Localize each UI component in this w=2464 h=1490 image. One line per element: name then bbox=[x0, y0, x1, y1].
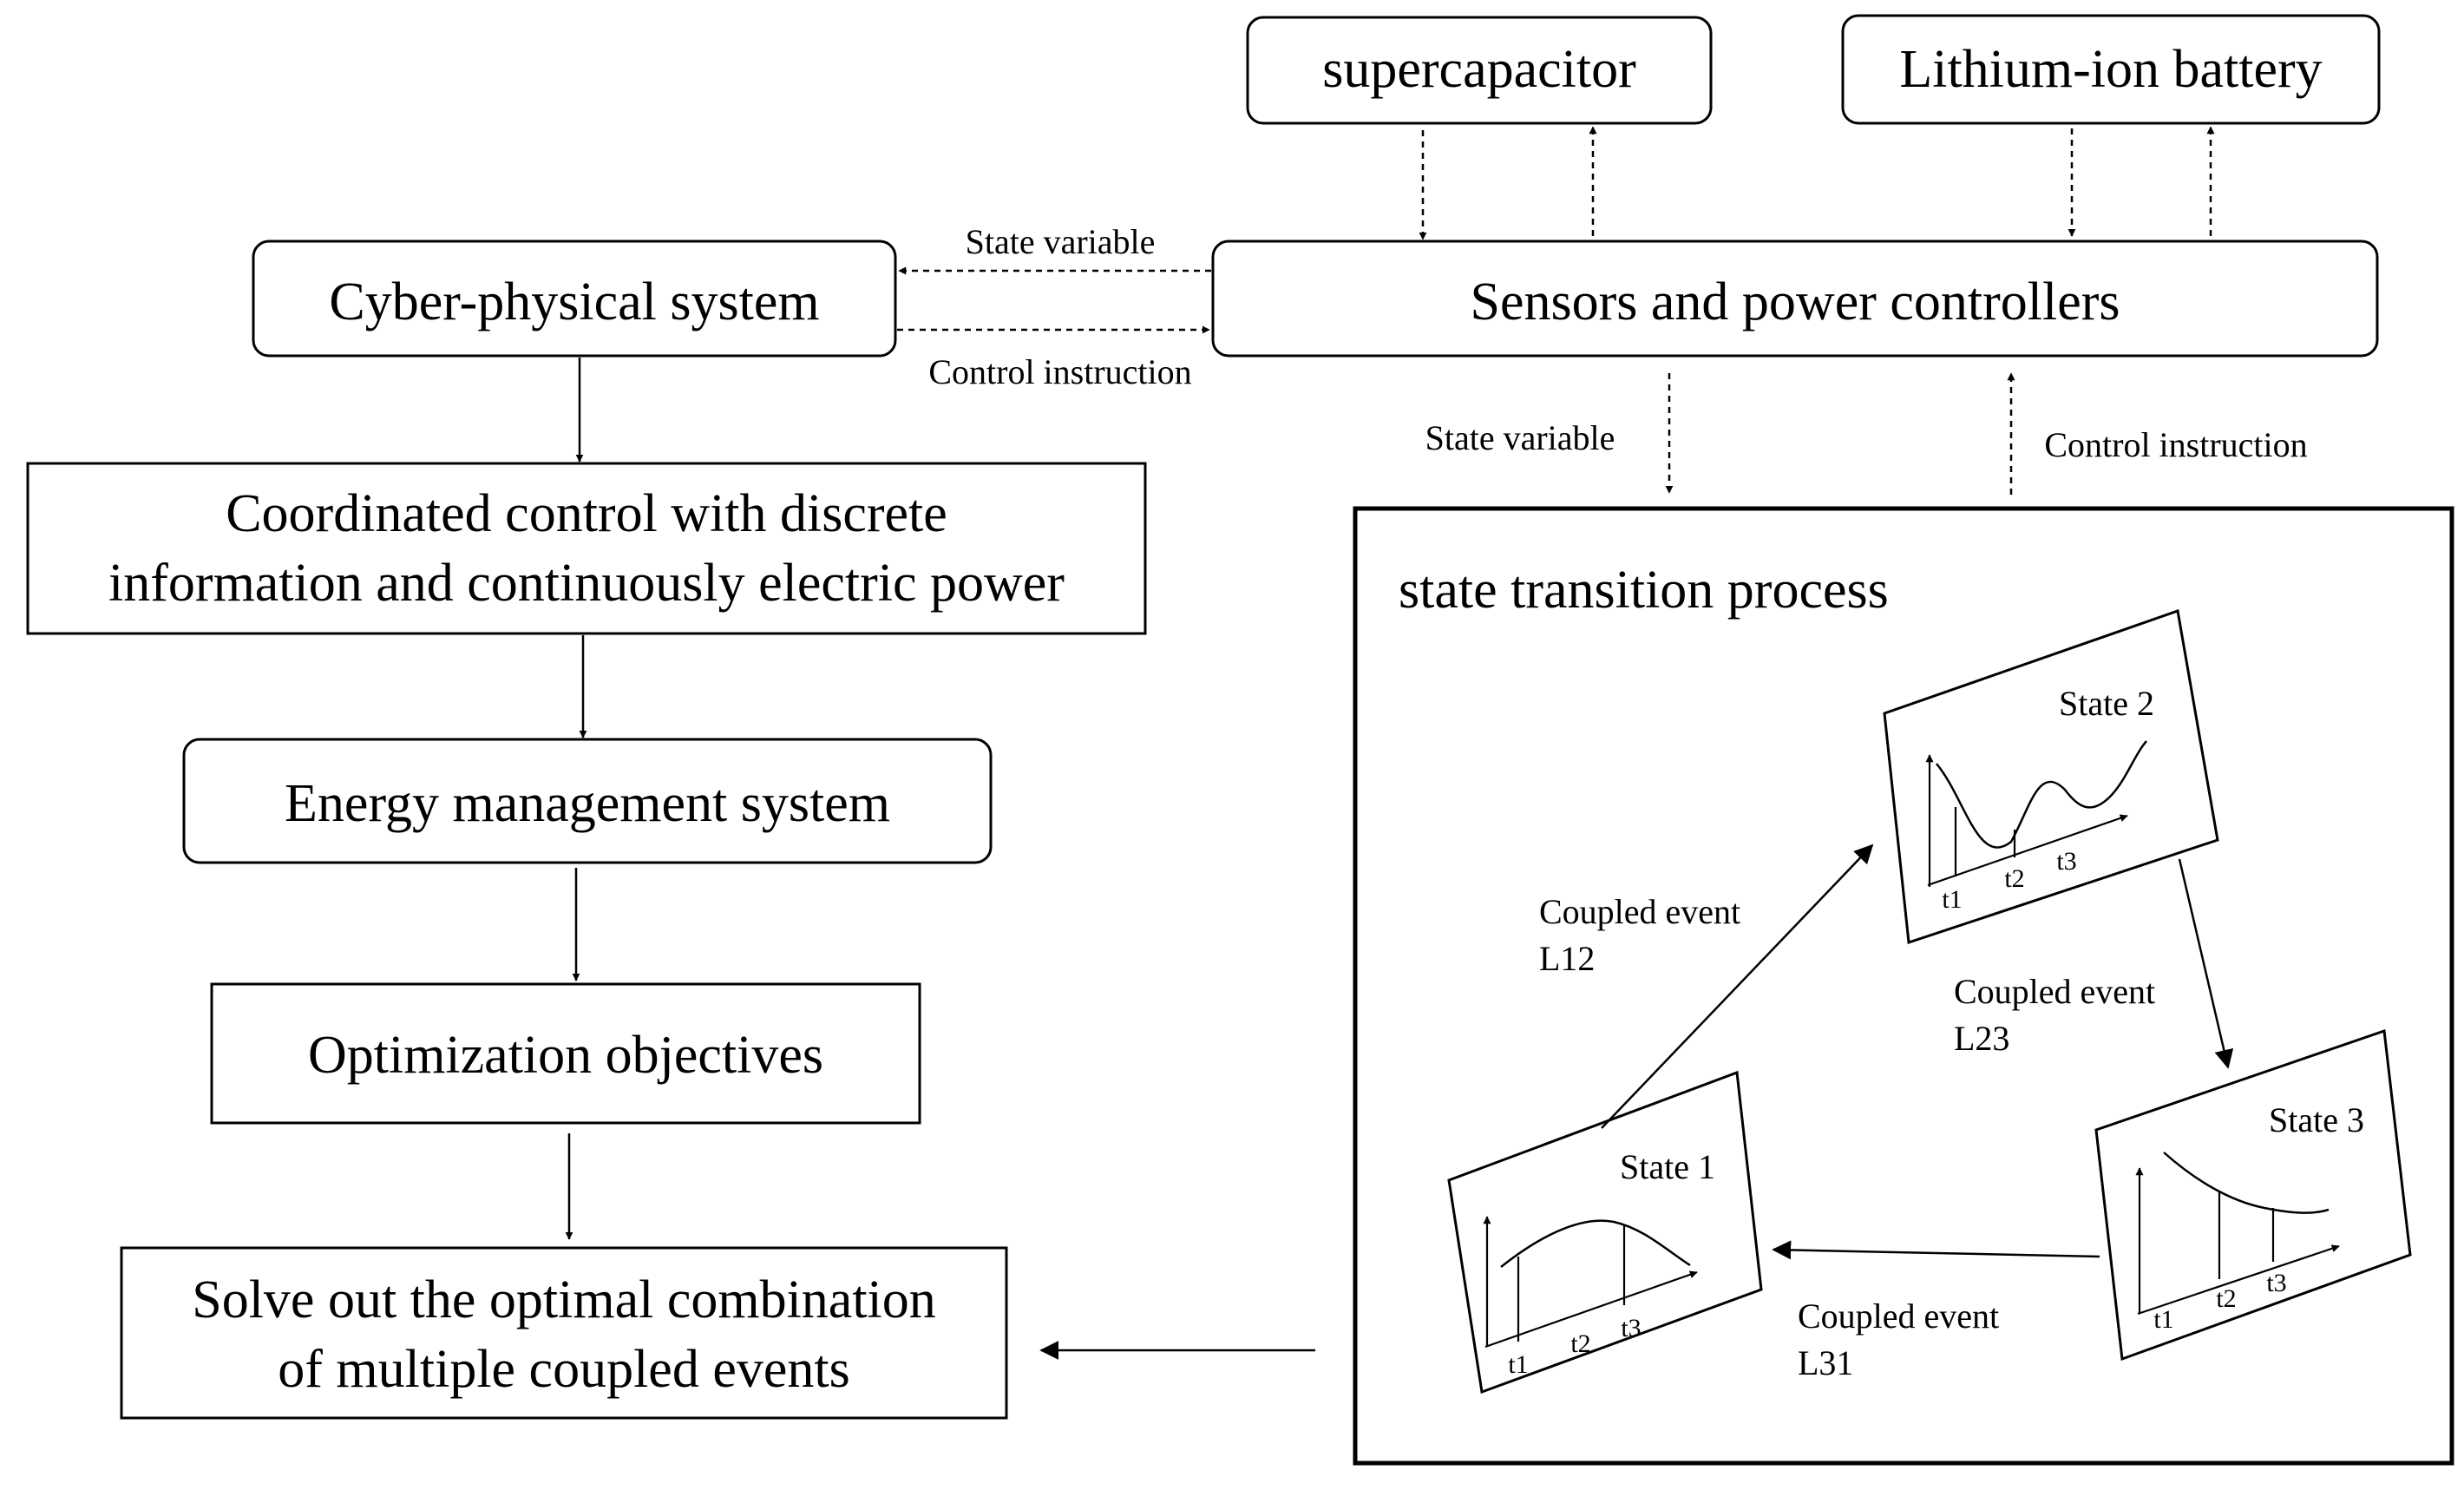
event-l31-label-line2: L31 bbox=[1798, 1343, 1853, 1382]
state-3-label: State 3 bbox=[2269, 1100, 2364, 1139]
control-instruction-label-mid: Control instruction bbox=[2044, 425, 2307, 464]
control-instruction-label-top: Control instruction bbox=[928, 352, 1191, 391]
state-1-tick-t1: t1 bbox=[1508, 1350, 1528, 1379]
sensors-label: Sensors and power controllers bbox=[1471, 272, 2120, 331]
event-l31-label-line1: Coupled event bbox=[1798, 1296, 1999, 1336]
solve-label-line1: Solve out the optimal combination bbox=[192, 1270, 936, 1329]
transition-l31-arrow bbox=[1772, 1240, 2100, 1260]
state-2-tick-t1: t1 bbox=[1942, 885, 1962, 914]
state-1-tick-t3: t3 bbox=[1621, 1314, 1641, 1342]
coordinated-control-node: Coordinated control with discrete inform… bbox=[26, 462, 1147, 635]
state-variable-label-mid: State variable bbox=[1425, 418, 1615, 457]
state-2-tick-t3: t3 bbox=[2056, 847, 2076, 876]
state-3-tick-t3: t3 bbox=[2266, 1269, 2286, 1297]
state-1-card: State 1 t1 t2 t3 bbox=[1447, 1070, 1763, 1395]
ems-node: Energy management system bbox=[182, 738, 993, 864]
objectives-label: Optimization objectives bbox=[308, 1026, 823, 1085]
cps-label: Cyber-physical system bbox=[329, 272, 819, 331]
solve-label-line2: of multiple coupled events bbox=[278, 1340, 849, 1399]
event-l12-label-line1: Coupled event bbox=[1539, 892, 1740, 931]
state-3-x-axis bbox=[2137, 1244, 2340, 1316]
coordinated-label-line2: information and continuously electric po… bbox=[108, 554, 1065, 613]
transition-l23-arrow bbox=[2178, 858, 2234, 1069]
state-2-tick-t2: t2 bbox=[2004, 864, 2024, 893]
event-l12-label-line2: L12 bbox=[1539, 939, 1595, 978]
state-transition-panel: state transition process State 2 t1 t2 t… bbox=[1353, 506, 2454, 1466]
state-3-card: State 3 t1 t2 t3 bbox=[2094, 1028, 2412, 1362]
state-2-card: State 2 t1 t2 t3 bbox=[1883, 609, 2219, 945]
state-3-curve bbox=[2163, 1152, 2330, 1214]
sensors-node: Sensors and power controllers bbox=[1211, 240, 2379, 358]
objectives-node: Optimization objectives bbox=[210, 982, 921, 1125]
ems-label: Energy management system bbox=[285, 774, 890, 833]
state-variable-label-top: State variable bbox=[966, 222, 1156, 261]
battery-label: Lithium-ion battery bbox=[1899, 40, 2322, 99]
supercapacitor-label: supercapacitor bbox=[1322, 40, 1636, 99]
state-1-curve bbox=[1500, 1219, 1691, 1268]
supercapacitor-node: supercapacitor bbox=[1246, 16, 1713, 125]
battery-node: Lithium-ion battery bbox=[1841, 14, 2381, 125]
state-1-tick-t2: t2 bbox=[1570, 1329, 1590, 1358]
transition-l12-arrow bbox=[1601, 843, 1874, 1129]
event-l23-label-line1: Coupled event bbox=[1954, 972, 2155, 1011]
event-l23-label-line2: L23 bbox=[1954, 1019, 2009, 1058]
cps-node: Cyber-physical system bbox=[252, 240, 897, 358]
solve-node: Solve out the optimal combination of mul… bbox=[120, 1246, 1008, 1420]
state-1-x-axis bbox=[1484, 1270, 1698, 1349]
state-2-label: State 2 bbox=[2059, 684, 2154, 723]
state-transition-title: state transition process bbox=[1399, 561, 1889, 620]
state-2-curve bbox=[1936, 740, 2147, 849]
state-3-tick-t2: t2 bbox=[2216, 1284, 2236, 1313]
coordinated-label-line1: Coordinated control with discrete bbox=[226, 484, 947, 543]
state-2-x-axis bbox=[1927, 814, 2128, 887]
state-3-tick-t1: t1 bbox=[2153, 1305, 2173, 1334]
state-1-label: State 1 bbox=[1620, 1147, 1715, 1186]
